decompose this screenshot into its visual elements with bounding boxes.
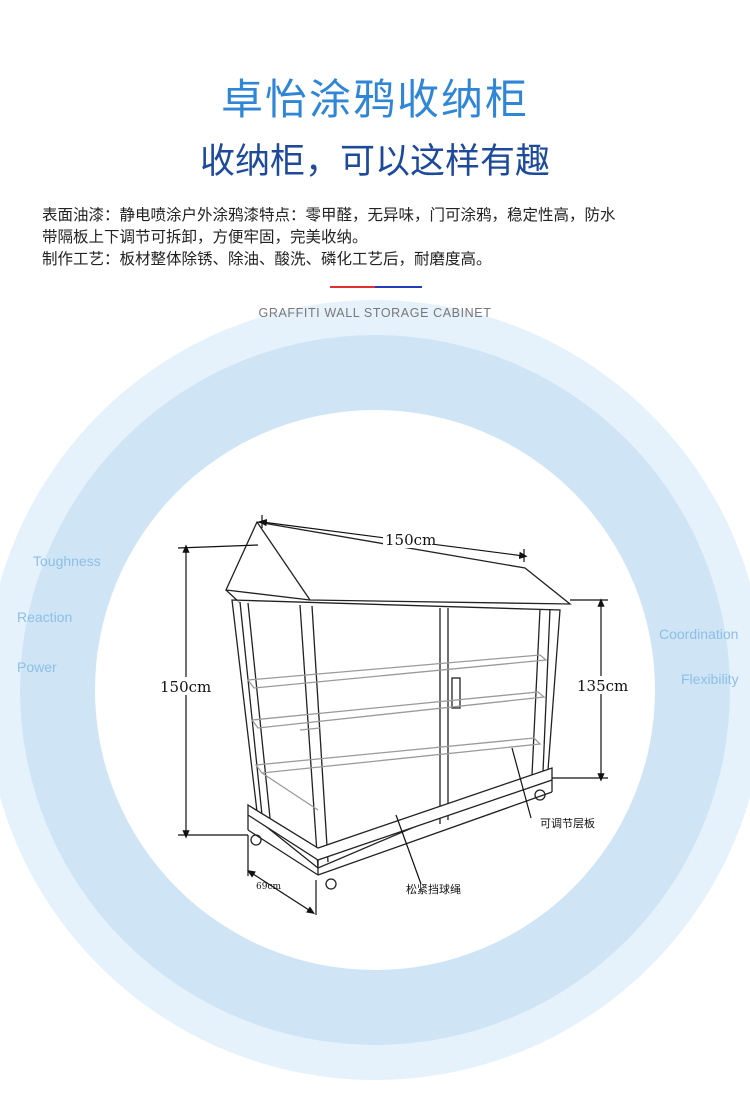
section-label: GRAFFITI WALL STORAGE CABINET — [258, 306, 492, 320]
description-line-paint: 表面油漆：静电喷涂户外涂鸦漆特点：零甲醛，无异味，门可涂鸦，稳定性高，防水 — [42, 206, 616, 224]
depth-dimension-line — [246, 870, 316, 914]
rope-callout-leader — [395, 814, 422, 885]
wheel-back-right — [534, 789, 546, 801]
shelf-3 — [254, 737, 542, 774]
body-height-label: 135cm — [577, 677, 628, 695]
shelf-callout-leader — [511, 747, 532, 819]
page-subtitle: 收纳柜，可以这样有趣 — [199, 142, 550, 182]
wheel-front-left — [250, 834, 262, 846]
depth-label: 69cm — [256, 882, 281, 892]
description-line-shelf: 带隔板上下调节可拆卸，方便牢固，完美收纳。 — [42, 228, 368, 246]
divider-blue — [375, 286, 422, 288]
keyword-power: Power — [17, 659, 57, 675]
height-label: 150cm — [160, 678, 211, 696]
shelf-2 — [250, 691, 546, 729]
wheel-front-right — [325, 878, 337, 890]
keyword-reaction: Reaction — [17, 609, 73, 625]
width-label: 150cm — [385, 531, 436, 549]
description-line-process: 制作工艺：板材整体除锈、除油、酸洗、磷化工艺后，耐磨度高。 — [42, 250, 492, 268]
product-description: 表面油漆：静电喷涂户外涂鸦漆特点：零甲醛，无异味，门可涂鸦，稳定性高，防水 带隔… — [42, 204, 750, 270]
page-title: 卓怡涂鸦收纳柜 — [220, 75, 529, 124]
door-handle — [451, 677, 461, 709]
keyword-coordination: Coordination — [659, 626, 739, 642]
shelf-callout: 可调节层板 — [540, 816, 595, 830]
shelf-1 — [246, 654, 548, 689]
keyword-toughness: Toughness — [33, 553, 101, 569]
rope-callout: 松紧挡球绳 — [406, 882, 461, 896]
keyword-flexibility: Flexibility — [681, 671, 739, 687]
divider-red — [330, 286, 375, 288]
